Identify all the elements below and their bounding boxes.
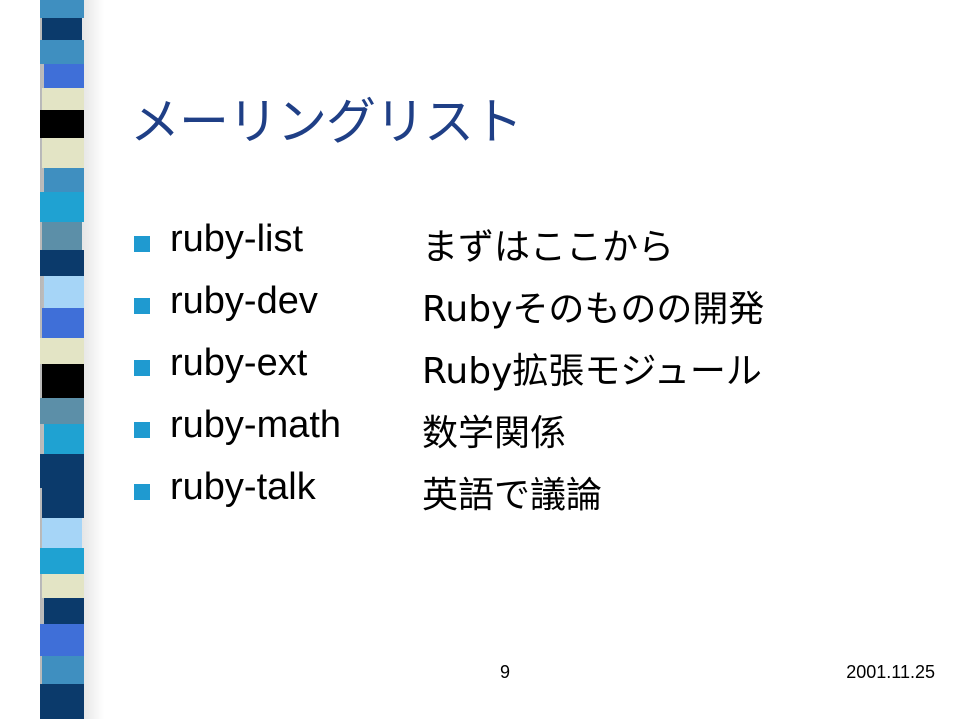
strip-segment [42,574,84,598]
strip-segment [44,64,84,88]
strip-segment [44,424,84,454]
strip-segment [42,488,84,518]
strip-segment [44,276,84,308]
strip-segment [40,338,84,364]
mailing-list-description: まずはここから [422,227,675,268]
strip-segment [42,308,84,338]
strip-segment [40,624,84,656]
square-bullet-icon [134,298,150,314]
strip-segment [40,250,84,276]
strip-segment [40,110,84,138]
strip-segment [42,364,84,398]
mailing-list-name: ruby-math [170,404,342,446]
mailing-list-description: Ruby拡張モジュール [422,351,762,392]
square-bullet-icon [134,236,150,252]
strip-segment [40,0,84,18]
strip-segment [42,222,82,250]
strip-segment [42,138,84,168]
mailing-list-description: 英語で議論 [422,475,603,516]
mailing-list-name: ruby-list [170,218,304,260]
strip-segment [42,88,84,110]
strip-segment [40,684,84,719]
strip-segment [44,598,84,624]
decorative-strip [34,0,90,719]
strip-segment [42,518,82,548]
mailing-list-name: ruby-talk [170,466,316,508]
strip-segment [42,18,82,40]
mailing-list-name: ruby-ext [170,342,308,384]
square-bullet-icon [134,422,150,438]
square-bullet-icon [134,360,150,376]
page-number: 9 [500,662,511,682]
strip-segment [44,168,84,192]
strip-segment [40,548,84,574]
strip-segment [40,398,84,424]
strip-segment [40,40,84,64]
mailing-list-name: ruby-dev [170,280,318,322]
strip-segment [40,454,84,488]
strip-segment [42,656,84,684]
mailing-list-description: 数学関係 [422,413,567,454]
square-bullet-icon [134,484,150,500]
slide-date: 2001.11.25 [846,662,935,682]
mailing-list-description: Rubyそのものの開発 [422,289,765,330]
strip-segment [40,192,84,222]
slide-title: メーリングリスト [130,93,523,151]
